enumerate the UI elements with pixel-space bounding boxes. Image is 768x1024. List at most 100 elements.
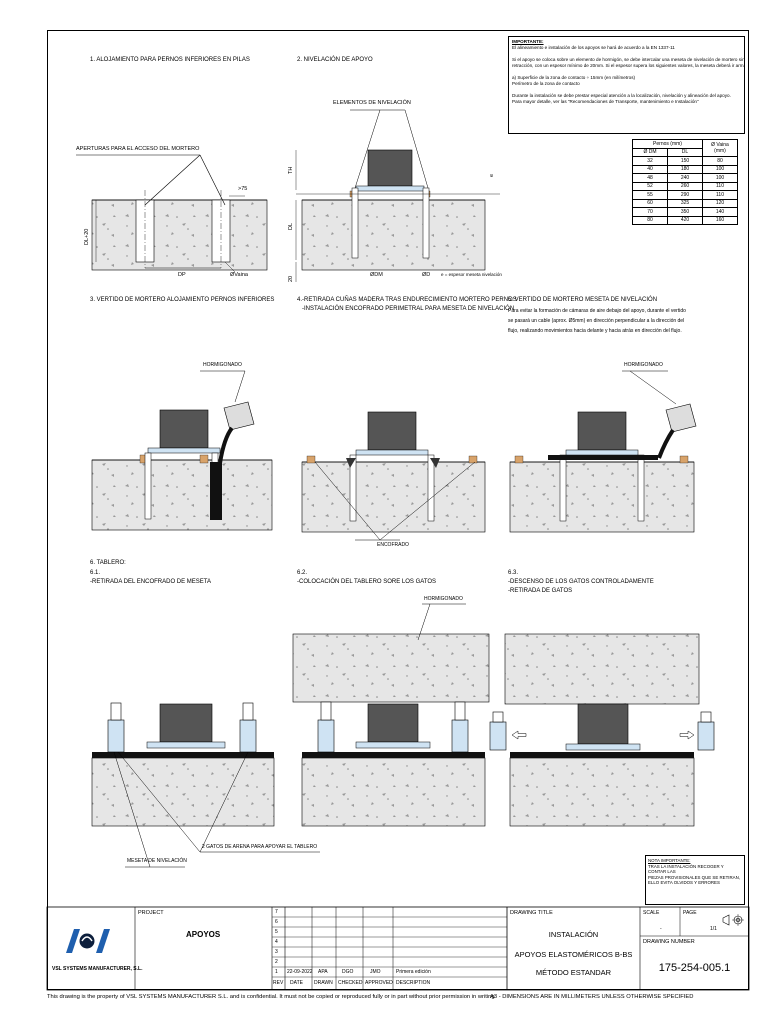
rev-header: DRAWN — [314, 980, 333, 986]
drawing-number: 175-254-005.1 — [658, 962, 731, 974]
rev-number: 4 — [275, 939, 278, 945]
step-63-subtitle: -RETIRADA DE GATOS — [508, 588, 573, 594]
step-3-drawing — [91, 370, 273, 531]
rev-number: 6 — [275, 919, 278, 925]
company-name: VSL SYSTEMS MANUFACTURER, S.L. — [52, 966, 143, 972]
dim-20-label: 20 — [288, 276, 294, 282]
od-label: ØD — [422, 272, 430, 278]
rev-header: DATE — [290, 980, 303, 986]
e-label: e — [489, 174, 495, 177]
rev-number: 3 — [275, 949, 278, 955]
rev-drawn: APA — [318, 969, 328, 975]
aperturas-label: APERTURAS PARA EL ACCESO DEL MORTERO — [76, 146, 200, 152]
step-5-title: 5. VERTIDO DE MORTERO MESETA DE NIVELACI… — [508, 297, 658, 303]
scale-value: - — [660, 926, 662, 932]
encofrado-label: ENCOFRADO — [377, 542, 409, 548]
elementos-label: ELEMENTOS DE NIVELACIÓN — [333, 99, 411, 106]
rev-number: 7 — [275, 909, 278, 915]
step-62-number: 6.2. — [297, 570, 308, 576]
important-line: Si el apoyo se coloca sobre un elemento … — [512, 57, 745, 62]
hormigonado-label: HORMIGONADO — [203, 362, 242, 368]
step-5-text: Para evitar la formación de cámaras de a… — [508, 308, 686, 314]
rev-number: 5 — [275, 929, 278, 935]
rev-header: CHECKED — [338, 980, 363, 986]
rev-header: REV — [273, 980, 284, 986]
rev-header: DESCRIPTION — [396, 980, 431, 986]
drawing-number-label: DRAWING NUMBER — [643, 939, 695, 945]
footer-dimensions: A3 - DIMENSIONS ARE IN MILLIMETERS UNLES… — [490, 994, 694, 1000]
gatos-label: 2 GATOS DE ARENA PARA APOYAR EL TABLERO — [202, 844, 317, 850]
page-label: PAGE — [683, 910, 697, 916]
important-line: Durante la instalación se debe prestar e… — [512, 93, 731, 98]
drawing-title-2: APOYOS ELASTOMÉRICOS B-BS — [514, 950, 633, 959]
important-line: Perímetro de la zona de contacto — [512, 81, 580, 86]
step-5-text: se pasará un cable (aprox. Ø5mm) en dire… — [508, 318, 685, 324]
project-label: PROJECT — [138, 910, 164, 916]
table-header: Ø Vaina (mm) — [702, 139, 738, 157]
step-1-drawing — [76, 154, 268, 273]
project-name: APOYOS — [186, 930, 221, 939]
important-line: retracción, con un espesor mínimo de 20m… — [512, 63, 745, 68]
nota-line: ELLO EVITA OLVIDOS Y ERRORES — [648, 880, 720, 885]
rev-checked: DGO — [342, 969, 354, 975]
table-cell: 160 — [702, 215, 738, 225]
dp-label: DP — [178, 272, 186, 278]
step-62-title: -COLOCACIÓN DEL TABLERO SORE LOS GATOS — [297, 579, 437, 585]
rev-approved: JMO — [370, 969, 381, 975]
step-4-subtitle: -INSTALACIÓN ENCOFRADO PERIMETRAL PARA M… — [302, 306, 515, 312]
step-5-drawing — [509, 370, 697, 533]
important-line: El alineamiento e instalación de los apo… — [512, 45, 675, 50]
nota-line: PIEZAS PROVISIONALES QUE SE RETIRAN, — [648, 874, 740, 880]
step-5-text: flujo, realizando movimientos hacia dela… — [508, 328, 682, 334]
espesor-label: e = espesor meseta nivelación — [441, 272, 502, 277]
step-2-title: 2. NIVELACIÓN DE APOYO — [297, 57, 373, 63]
step-4-drawing — [301, 411, 486, 541]
rev-header: APPROVED — [365, 980, 393, 986]
drawing-title-label: DRAWING TITLE — [510, 910, 553, 916]
step-3-title: 3. VERTIDO DE MORTERO ALOJAMIENTO PERNOS… — [90, 297, 275, 303]
step-4-title: 4.-RETIRADA CUÑAS MADERA TRAS ENDURECIMI… — [297, 297, 517, 303]
dl20-label: DL+20 — [84, 229, 90, 245]
step-62-drawing — [292, 603, 490, 827]
projection-symbol-icon — [722, 914, 744, 926]
step-63-title: -DESCENSO DE LOS GATOS CONTROLADAMENTE — [508, 579, 654, 585]
odm-label: ØDM — [370, 272, 383, 278]
meseta-label: MESETA DE NIVELACIÓN — [127, 857, 187, 864]
step-61-drawing — [91, 702, 320, 868]
important-note: IMPORTANTE: El alineamiento e instalació… — [508, 36, 745, 134]
ovaina-label: ØVaina — [230, 272, 249, 278]
nota-importante: NOTA IMPORTANTE: TRAS LA INSTALACIÓN REC… — [645, 855, 745, 905]
scale-label: SCALE — [643, 910, 660, 916]
nota-title: NOTA IMPORTANTE: — [648, 858, 691, 863]
footer-confidentiality: This drawing is the property of VSL SYST… — [47, 994, 495, 1000]
hormigonado-label-3: HORMIGONADO — [424, 596, 463, 602]
drawing-sheet — [47, 30, 749, 990]
step-2-drawing — [295, 109, 500, 282]
step-61-number: 6.1. — [90, 570, 101, 576]
title-block — [46, 906, 750, 991]
step-63-number: 6.3. — [508, 570, 519, 576]
rev-date: 22-09-2022 — [287, 969, 313, 975]
important-line: a) Superficie de la zona de contacto ÷ 1… — [512, 75, 636, 80]
drawing-title-3: MÉTODO ESTANDAR — [535, 968, 612, 977]
step-1-title: 1. ALOJAMIENTO PARA PERNOS INFERIORES EN… — [90, 57, 250, 63]
page-value: 1/1 — [710, 926, 717, 932]
important-title: IMPORTANTE: — [512, 39, 544, 44]
th-label: TH — [288, 167, 294, 174]
nota-line: TRAS LA INSTALACIÓN RECOGER Y CONTAR LAS — [648, 863, 724, 875]
gt75-label: >75 — [238, 186, 247, 192]
step-63-drawing — [489, 633, 715, 827]
step-61-title: -RETIRADA DEL ENCOFRADO DE MESETA — [90, 579, 212, 585]
dl-label: DL — [288, 223, 294, 230]
step-6-title: 6. TABLERO: — [90, 560, 126, 566]
rev-description: Primera edición — [396, 969, 431, 975]
drawing-title-1: INSTALACIÓN — [548, 930, 599, 939]
rev-number: 2 — [275, 959, 278, 965]
vsl-logo — [66, 929, 110, 953]
rev-number: 1 — [275, 969, 278, 975]
important-line: Para mayor detalle, ver las "Recomendaci… — [512, 99, 699, 104]
hormigonado-label-2: HORMIGONADO — [624, 362, 663, 368]
